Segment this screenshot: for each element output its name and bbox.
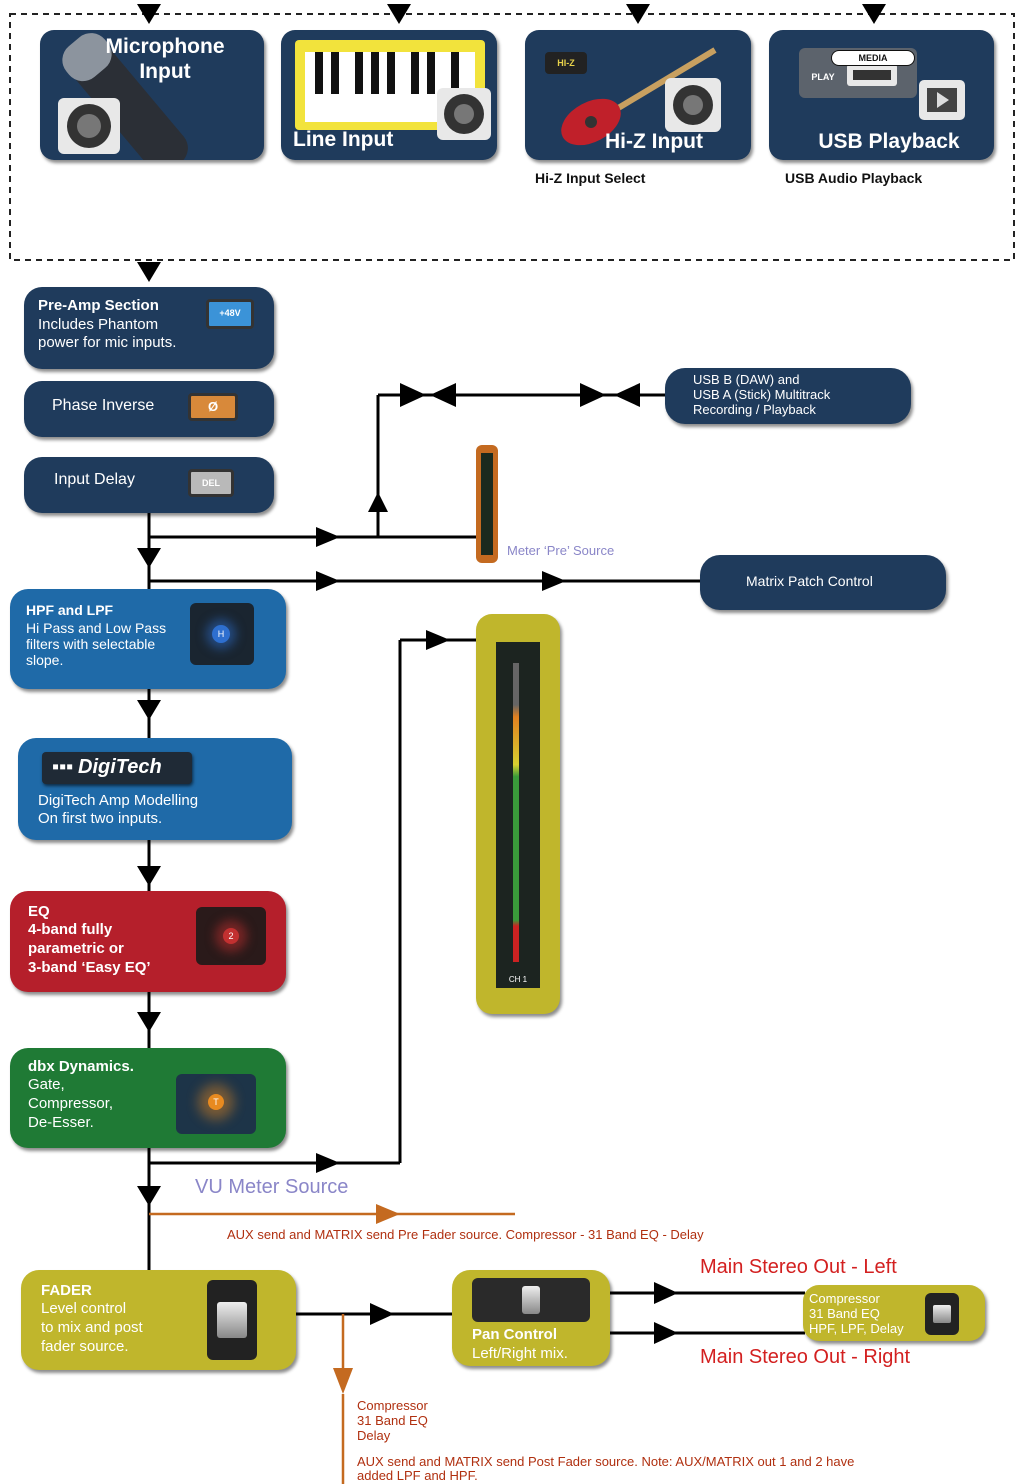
matrix-patch-block: Matrix Patch Control: [700, 555, 946, 610]
delay-button[interactable]: DEL: [188, 469, 234, 497]
block-title: EQ: [28, 903, 50, 920]
block-line: Hi Pass and Low Pass: [26, 620, 167, 636]
pre-meter: [476, 445, 498, 563]
main-out-left-label: Main Stereo Out - Left: [700, 1256, 897, 1278]
digitech-logo: ▪▪▪ DigiTech: [42, 752, 192, 784]
block-line: Left/Right mix.: [472, 1345, 568, 1362]
vu-channel-label: CH 1: [508, 975, 528, 984]
block-line: On first two inputs.: [38, 810, 163, 827]
source-microphone: Microphone Input: [40, 30, 264, 160]
keyboard-icon: [295, 40, 491, 140]
block-line: to mix and post: [41, 1319, 143, 1336]
aux-post-fader-note: AUX send and MATRIX send Post Fader sour…: [357, 1454, 855, 1469]
main-out-right-label: Main Stereo Out - Right: [700, 1346, 911, 1368]
block-line: power for mic inputs.: [38, 334, 177, 351]
source-label: USB Playback: [818, 130, 960, 153]
source-hi-z: HI-Z Hi-Z Input: [525, 30, 751, 160]
fader-cap[interactable]: [217, 1302, 247, 1338]
block-title: Phase Inverse: [52, 397, 155, 414]
block-line: Compressor: [809, 1291, 880, 1306]
block-line: 31 Band EQ: [809, 1306, 880, 1321]
post-fx-line: Delay: [357, 1428, 391, 1443]
pre-meter-strip: [481, 453, 493, 555]
dynamics-thumbnail: T: [176, 1074, 256, 1134]
post-fx-line: 31 Band EQ: [357, 1413, 428, 1428]
delay-block: Input Delay DEL: [24, 457, 274, 513]
aux-post-fader-note: added LPF and HPF.: [357, 1468, 478, 1483]
pan-block: Pan Control Left/Right mix.: [452, 1270, 610, 1366]
vu-meter-panel: CH 1: [496, 642, 540, 988]
block-line: parametric or: [28, 940, 124, 957]
block-title: Input Delay: [54, 471, 135, 488]
dynamics-knob[interactable]: T: [208, 1094, 224, 1110]
guitar-icon: [561, 47, 721, 146]
vu-meter-bar: [513, 663, 519, 962]
source-label: Microphone Input: [105, 35, 225, 83]
digitech-block: ▪▪▪ DigiTech DigiTech Amp Modelling On f…: [18, 738, 292, 840]
source-group-border: [9, 13, 1015, 261]
block-line: Recording / Playback: [693, 402, 816, 417]
microphone-icon: [58, 33, 188, 160]
source-sublabel: USB Audio Playback: [785, 170, 923, 186]
phase-block: Phase Inverse Ø: [24, 381, 274, 437]
block-line: filters with selectable: [26, 636, 156, 652]
meter-pre-label: Meter ‘Pre’ Source: [507, 543, 615, 558]
block-line: Compressor,: [28, 1095, 114, 1112]
eq-thumbnail: 2: [196, 907, 266, 965]
block-line: DigiTech Amp Modelling: [38, 792, 199, 809]
fader-block: FADER Level control to mix and post fade…: [21, 1270, 296, 1370]
source-label: Line Input: [293, 128, 394, 151]
source-line: Line Input: [281, 30, 497, 160]
block-title: HPF and LPF: [26, 602, 114, 618]
source-label: Hi-Z Input: [605, 130, 703, 153]
block-line: Level control: [41, 1300, 127, 1317]
block-title: Pre-Amp Section: [38, 297, 159, 314]
phase-button[interactable]: Ø: [188, 393, 238, 421]
digitech-logo-mark: ▪▪▪: [52, 756, 74, 778]
aux-pre-fader-note: AUX send and MATRIX send Pre Fader sourc…: [227, 1227, 704, 1242]
block-line: slope.: [26, 652, 64, 668]
eq-knob[interactable]: 2: [223, 928, 239, 944]
usb-recording-block: USB B (DAW) and USB A (Stick) Multitrack…: [665, 368, 911, 424]
filters-block: HPF and LPF Hi Pass and Low Pass filters…: [10, 589, 286, 689]
hi-z-chip: HI-Z: [545, 52, 587, 74]
post-fx-line: Compressor: [357, 1398, 428, 1413]
pan-knob[interactable]: [522, 1286, 540, 1314]
fader-thumbnail: [207, 1280, 257, 1360]
block-title: Pan Control: [472, 1326, 557, 1343]
block-line: Gate,: [28, 1076, 65, 1093]
source-usb: MEDIA PLAY USB Playback: [769, 30, 994, 160]
block-line: Includes Phantom: [38, 316, 159, 333]
play-label: PLAY: [811, 72, 835, 82]
digitech-logo-text: DigiTech: [78, 756, 162, 778]
block-line: USB A (Stick) Multitrack: [693, 387, 831, 402]
filter-knob[interactable]: H: [212, 625, 230, 643]
eq-block: EQ 4-band fully parametric or 3-band ‘Ea…: [10, 891, 286, 992]
block-line: HPF, LPF, Delay: [809, 1321, 904, 1336]
block-line: De-Esser.: [28, 1114, 94, 1131]
bus-fader-cap[interactable]: [933, 1305, 951, 1323]
preamp-block: Pre-Amp Section Includes Phantom power f…: [24, 287, 274, 369]
block-line: fader source.: [41, 1338, 129, 1355]
block-line: 3-band ‘Easy EQ’: [28, 959, 151, 976]
media-chip: MEDIA: [831, 50, 915, 66]
block-line: 4-band fully: [28, 921, 113, 938]
bus-fader-thumbnail: [925, 1293, 959, 1335]
block-title: Matrix Patch Control: [746, 573, 873, 589]
dynamics-block: dbx Dynamics. Gate, Compressor, De-Esser…: [10, 1048, 286, 1148]
pan-thumbnail: [472, 1278, 590, 1322]
vu-meter: CH 1: [476, 614, 560, 1014]
block-line: USB B (DAW) and: [693, 372, 800, 387]
phantom-power-button[interactable]: +48V: [206, 299, 254, 329]
block-title: dbx Dynamics.: [28, 1058, 134, 1075]
block-title: FADER: [41, 1282, 92, 1299]
main-bus-block: Compressor 31 Band EQ HPF, LPF, Delay: [803, 1285, 985, 1341]
source-sublabel: Hi-Z Input Select: [535, 170, 646, 186]
filter-thumbnail: H: [190, 603, 254, 665]
vu-meter-source-label: VU Meter Source: [195, 1176, 349, 1198]
